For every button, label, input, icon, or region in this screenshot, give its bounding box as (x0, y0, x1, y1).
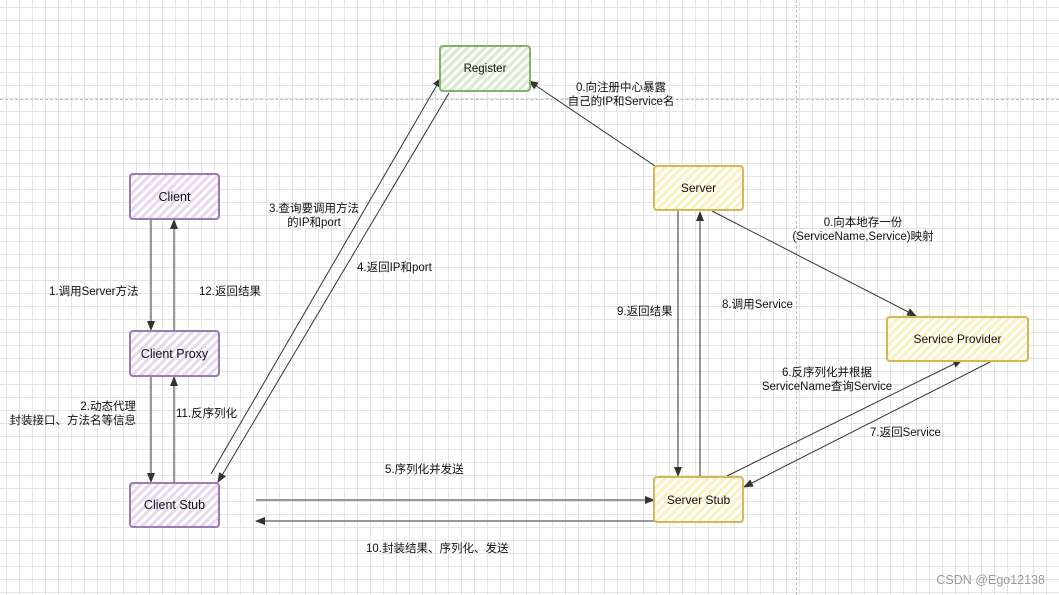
label-query-ip-port: 3.查询要调用方法 的IP和port (258, 202, 370, 230)
label-return-service: 7.返回Service (870, 427, 941, 439)
label-package-result-send: 10.封装结果、序列化、发送 (366, 543, 509, 555)
label-line: ServiceName查询Service (761, 381, 893, 393)
server-stub-node[interactable]: Server Stub (653, 476, 744, 523)
client-stub-node[interactable]: Client Stub (129, 482, 220, 528)
server-node[interactable]: Server (653, 165, 744, 211)
label-deserialize-client: 11.反序列化 (176, 408, 238, 420)
page-break-line (0, 99, 1059, 100)
label-line: 0.向注册中心暴露 (575, 82, 667, 94)
client-proxy-node[interactable]: Client Proxy (129, 330, 220, 377)
label-line: 6.反序列化并根据 (781, 367, 873, 379)
label-return-ip-port: 4.返回IP和port (357, 262, 432, 274)
edge-return-service (743, 361, 991, 488)
label-return-result-server: 9.返回结果 (617, 306, 673, 318)
edge-store-local-mapping (711, 210, 917, 317)
label-line: 自己的IP和Service名 (567, 96, 675, 108)
edge-expose-to-register (528, 80, 656, 167)
label-serialize-send: 5.序列化并发送 (385, 464, 464, 476)
label-line: 2.动态代理 (80, 401, 136, 413)
label-line: 封装接口、方法名等信息 (9, 415, 137, 427)
watermark: CSDN @Ego12138 (936, 573, 1045, 587)
register-node[interactable]: Register (439, 45, 531, 92)
service-provider-node[interactable]: Service Provider (886, 316, 1029, 362)
page-break-line (796, 0, 797, 595)
edge-deserialize-lookup (726, 359, 963, 477)
label-return-result-client: 12.返回结果 (199, 286, 261, 298)
label-call-server-method: 1.调用Server方法 (49, 286, 139, 298)
label-invoke-service: 8.调用Service (722, 299, 793, 311)
label-deserialize-lookup: 6.反序列化并根据 ServiceName查询Service (752, 366, 902, 394)
label-expose-to-register: 0.向注册中心暴露 自己的IP和Service名 (556, 81, 686, 109)
edge-query-ip-port (210, 77, 442, 475)
label-dynamic-proxy: 2.动态代理 封装接口、方法名等信息 (0, 400, 137, 428)
label-store-local-mapping: 0.向本地存一份 (ServiceName,Service)映射 (778, 216, 948, 244)
label-line: (ServiceName,Service)映射 (792, 231, 934, 243)
label-line: 0.向本地存一份 (823, 217, 903, 229)
label-line: 的IP和port (287, 217, 341, 229)
label-line: 3.查询要调用方法 (268, 203, 360, 215)
client-node[interactable]: Client (129, 173, 220, 220)
edge-return-ip-port (217, 92, 450, 483)
